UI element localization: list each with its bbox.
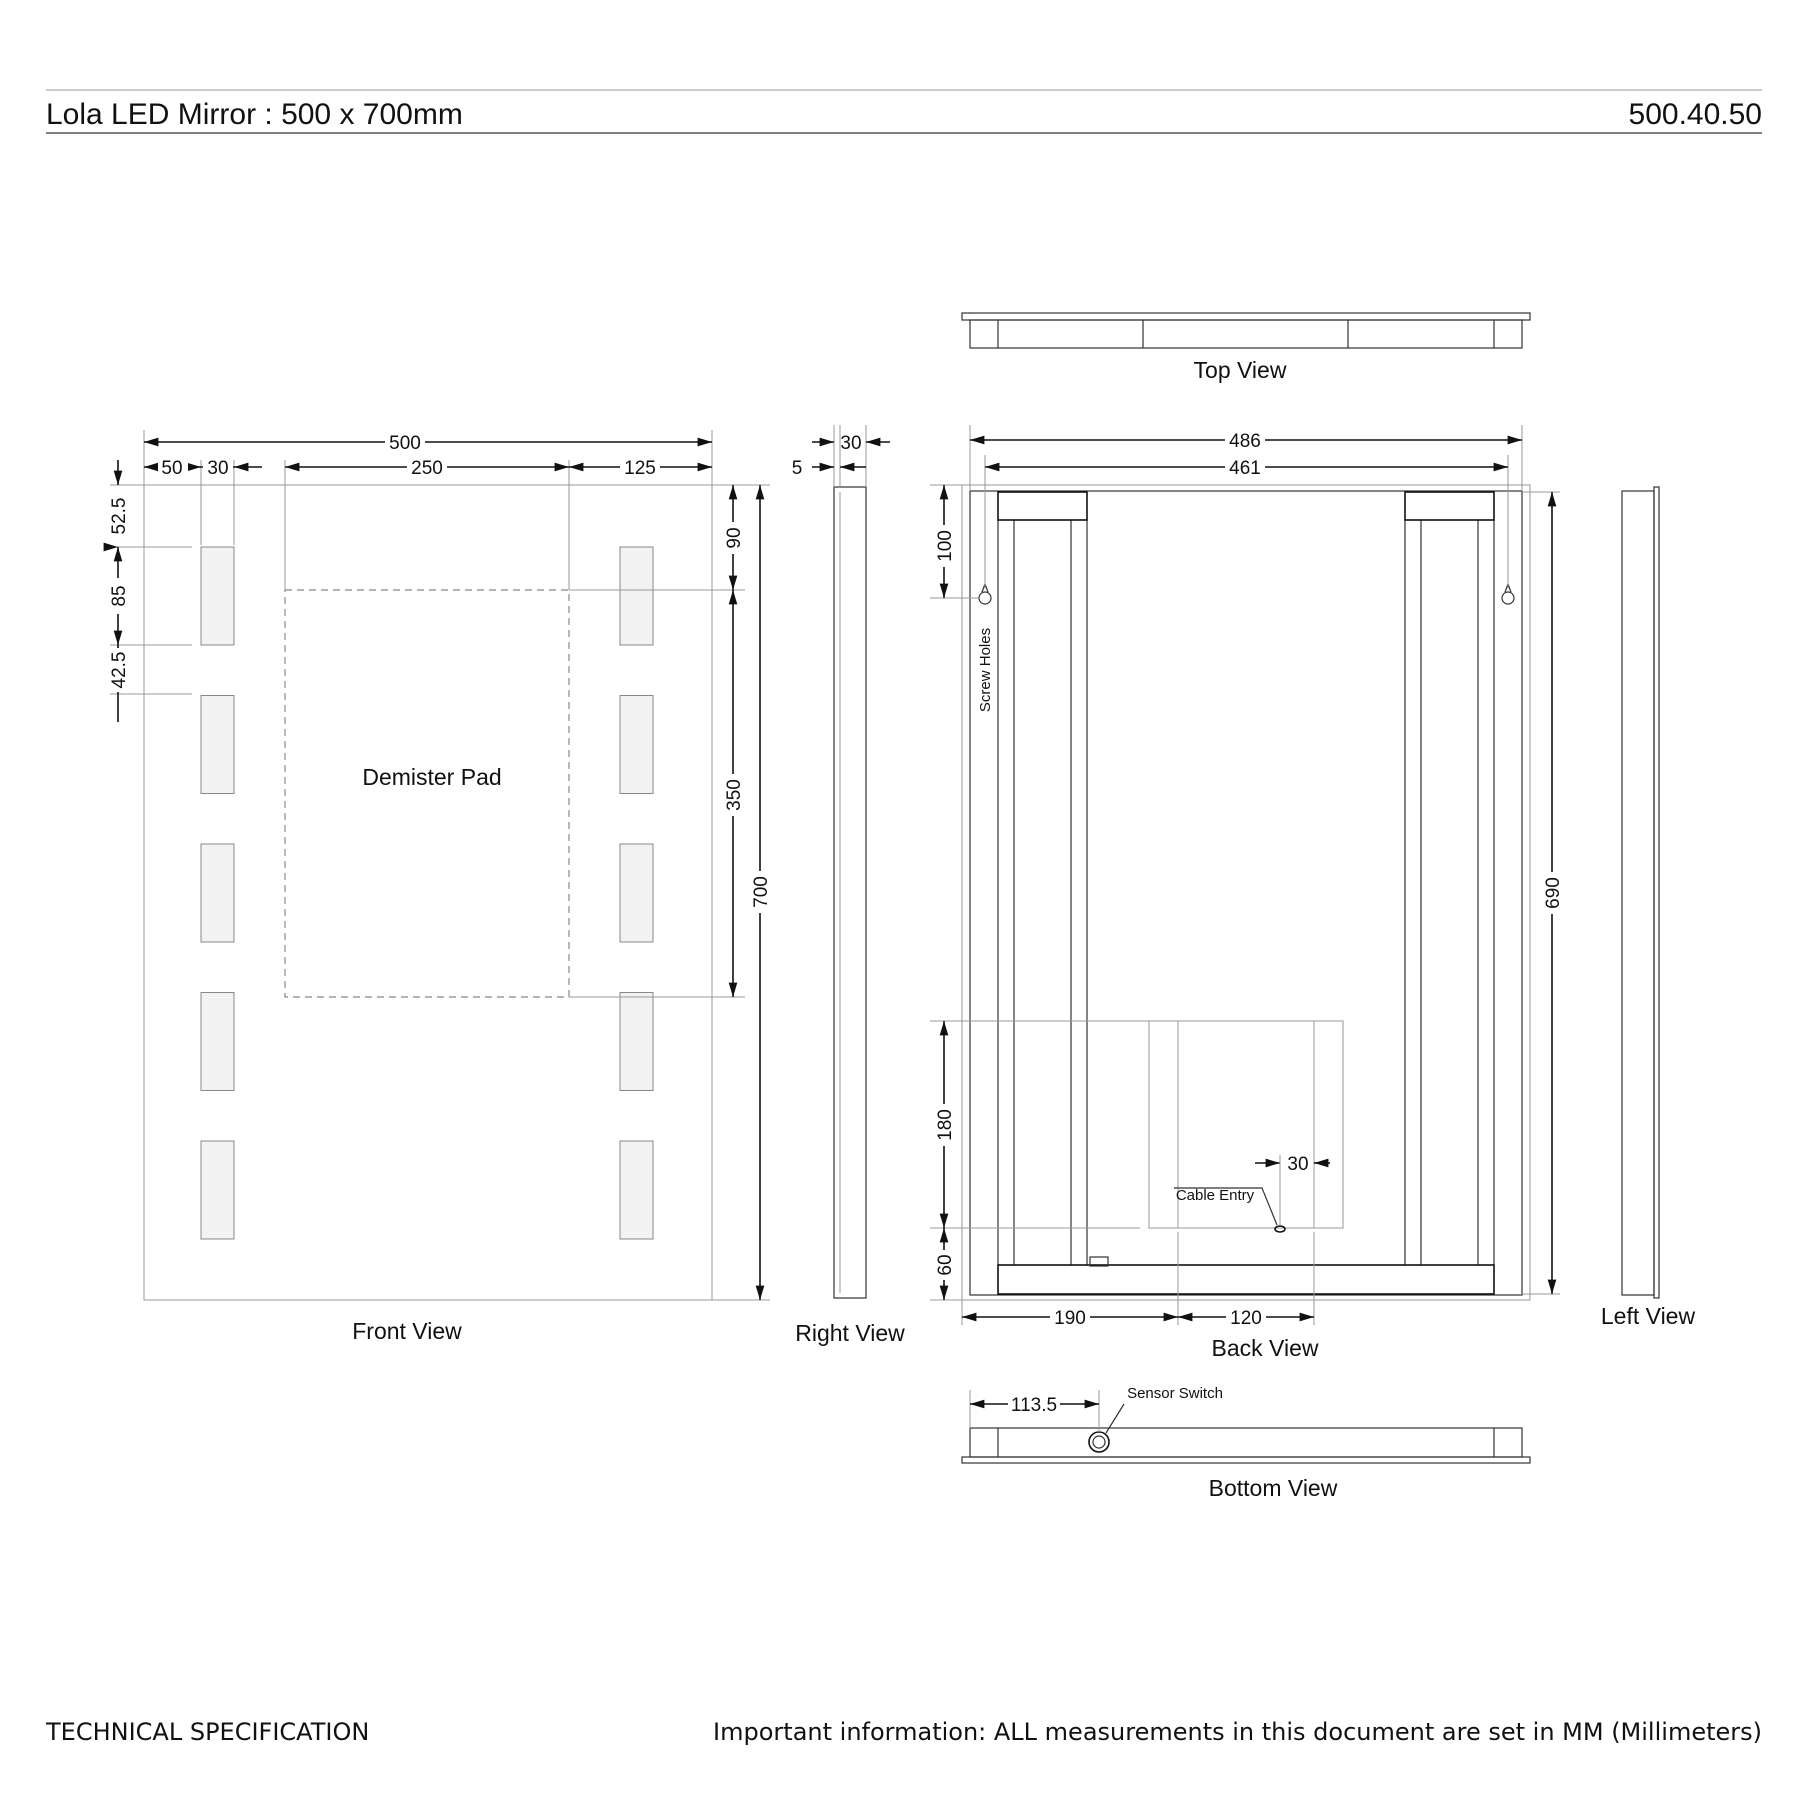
dim-cable-offset: 30 bbox=[1287, 1154, 1308, 1175]
top-view-glass bbox=[961, 312, 1531, 321]
screw-holes-label: Screw Holes bbox=[977, 628, 994, 712]
bottom-view-frame bbox=[969, 1427, 1523, 1458]
bottom-view: Sensor Switch 113.5 Bottom View bbox=[961, 1385, 1531, 1501]
left-view: Left View bbox=[1601, 486, 1696, 1329]
back-bracket-right bbox=[1404, 491, 1495, 521]
dim-hole-drop: 100 bbox=[935, 530, 956, 562]
driver-box bbox=[1148, 1020, 1344, 1229]
dim-glass: 5 bbox=[792, 458, 803, 479]
back-view-label: Back View bbox=[1212, 1335, 1319, 1361]
cable-entry-icon bbox=[1274, 1225, 1286, 1233]
led-strip-right-4 bbox=[619, 992, 654, 1091]
dim-hole-spacing: 461 bbox=[1229, 458, 1261, 479]
right-view-label: Right View bbox=[795, 1320, 905, 1346]
back-bracket-left bbox=[997, 491, 1088, 521]
led-strip-right-5 bbox=[619, 1140, 654, 1240]
dim-frame-height: 690 bbox=[1543, 877, 1564, 909]
led-strip-right-2 bbox=[619, 695, 654, 794]
top-view-label: Top View bbox=[1194, 357, 1287, 383]
back-bottom-bar bbox=[997, 1264, 1495, 1295]
led-strip-right-3 bbox=[619, 843, 654, 943]
top-view-frame bbox=[969, 319, 1523, 349]
dim-box-height: 180 bbox=[935, 1109, 956, 1141]
cable-entry-leader bbox=[1174, 1187, 1278, 1226]
demister-pad-label: Demister Pad bbox=[362, 764, 501, 790]
sensor-switch-icon bbox=[1088, 1431, 1110, 1453]
dim-overall-height: 700 bbox=[751, 876, 772, 908]
dim-led-width: 30 bbox=[207, 458, 228, 479]
sensor-switch-leader bbox=[1105, 1403, 1125, 1434]
led-strip-left-4 bbox=[200, 992, 235, 1091]
sensor-switch-label: Sensor Switch bbox=[1127, 1385, 1223, 1402]
back-mirror-outline bbox=[961, 484, 1531, 1301]
bottom-view-label: Bottom View bbox=[1209, 1475, 1338, 1501]
dim-left-margin: 50 bbox=[161, 458, 182, 479]
front-view-label: Front View bbox=[352, 1318, 462, 1344]
back-frame bbox=[969, 490, 1523, 1296]
dim-led-gap: 42.5 bbox=[109, 652, 130, 689]
dim-bottom-gap: 60 bbox=[935, 1254, 956, 1275]
left-view-profile bbox=[1621, 490, 1655, 1296]
led-strip-left-3 bbox=[200, 843, 235, 943]
left-view-label: Left View bbox=[1601, 1303, 1696, 1329]
dim-right-margin: 125 bbox=[624, 458, 656, 479]
left-view-glass bbox=[1653, 486, 1660, 1299]
top-view: Top View bbox=[961, 312, 1531, 383]
front-view: Demister Pad 500 50 30 250 125 bbox=[106, 430, 772, 1344]
front-mirror-outline bbox=[143, 484, 713, 1301]
dim-depth: 30 bbox=[840, 433, 861, 454]
back-tab bbox=[1089, 1256, 1109, 1267]
led-strips bbox=[200, 546, 654, 1240]
cable-entry-label: Cable Entry bbox=[1176, 1187, 1255, 1204]
led-strip-left-1 bbox=[200, 546, 235, 646]
dim-box-offset: 190 bbox=[1054, 1308, 1086, 1329]
dim-led-height: 85 bbox=[109, 585, 130, 606]
dim-overall-width: 500 bbox=[389, 433, 421, 454]
document-title: Lola LED Mirror : 500 x 700mm bbox=[46, 98, 463, 131]
back-view: Screw Holes Cable Entry 486 461 1 bbox=[930, 425, 1564, 1361]
led-strip-left-2 bbox=[200, 695, 235, 794]
dim-pad-top: 90 bbox=[724, 527, 745, 548]
product-code: 500.40.50 bbox=[1628, 98, 1762, 131]
dim-sensor-offset: 113.5 bbox=[1011, 1395, 1057, 1416]
led-strip-left-5 bbox=[200, 1140, 235, 1240]
dim-pad-width: 250 bbox=[411, 458, 443, 479]
demister-pad-outline bbox=[284, 589, 570, 998]
led-strip-right-1 bbox=[619, 546, 654, 646]
right-view: 30 5 Right View bbox=[792, 425, 905, 1346]
dim-outer-width: 486 bbox=[1229, 431, 1261, 452]
footer-spec-label: TECHNICAL SPECIFICATION bbox=[46, 1718, 370, 1746]
dim-box-width: 120 bbox=[1230, 1308, 1262, 1329]
right-view-profile bbox=[833, 486, 867, 1299]
footer-note: Important information: ALL measurements … bbox=[713, 1718, 1762, 1746]
dim-top-gap: 52.5 bbox=[109, 498, 130, 535]
bottom-view-glass bbox=[961, 1456, 1531, 1464]
dim-pad-height: 350 bbox=[724, 779, 745, 811]
